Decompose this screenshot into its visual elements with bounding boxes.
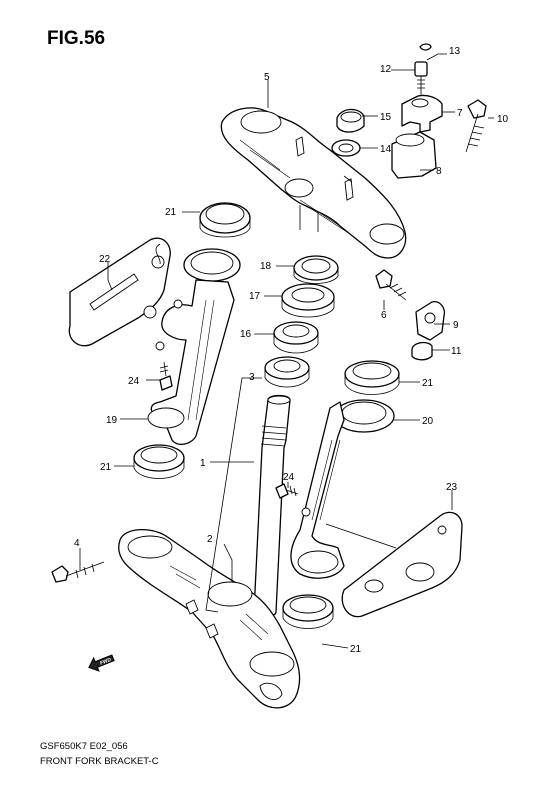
- dust-seal-21-right-top: [344, 360, 400, 395]
- upper-bracket: [220, 107, 407, 259]
- callout-10: 10: [497, 114, 509, 125]
- callout-24-left: 24: [128, 376, 140, 387]
- bolt-24-right: [275, 483, 299, 499]
- callout-3: 3: [249, 372, 255, 383]
- callout-20: 20: [422, 416, 434, 427]
- callout-16: 16: [240, 329, 252, 340]
- bolt-4: [51, 561, 105, 583]
- callout-5: 5: [264, 72, 270, 83]
- bearing-seal-18: [293, 255, 339, 284]
- callout-2: 2: [207, 534, 213, 545]
- callout-6: 6: [381, 310, 387, 321]
- callout-1: 1: [200, 458, 206, 469]
- bolt-long: [465, 99, 487, 153]
- fwd-label: FWD: [99, 657, 112, 667]
- washer-14: [331, 139, 361, 157]
- bolt-24-left: [159, 361, 173, 391]
- figure-code: GSF650K7 E02_056: [40, 741, 128, 752]
- leader-lines: [79, 53, 494, 649]
- callout-24-right: 24: [283, 472, 295, 483]
- steering-stem: [253, 394, 291, 618]
- callout-21-bottom: 21: [350, 644, 362, 655]
- race-3: [264, 356, 310, 388]
- callout-22: 22: [99, 254, 111, 265]
- callout-21-right: 21: [422, 378, 434, 389]
- callout-21-left: 21: [100, 462, 112, 473]
- handlebar-holder-lower: [391, 131, 437, 179]
- lower-bracket: [118, 529, 301, 709]
- callout-15: 15: [380, 112, 392, 123]
- callout-9: 9: [453, 320, 459, 331]
- dust-seal-21-top: [199, 202, 251, 238]
- bracket-20: [290, 399, 395, 579]
- callout-12: 12: [380, 64, 392, 75]
- bracket-22: [68, 237, 171, 347]
- cap-washer: [419, 43, 432, 51]
- callout-labels: 5 13 12 7 10 15 14 8 6 9 11 21 22 18 17 …: [74, 46, 509, 655]
- callout-21-top: 21: [165, 207, 177, 218]
- bearing-17: [281, 283, 335, 318]
- callout-8: 8: [436, 166, 442, 177]
- callout-23: 23: [446, 482, 458, 493]
- callout-13: 13: [449, 46, 461, 57]
- bolt-6: [375, 269, 407, 301]
- fwd-arrow-icon: FWD: [88, 654, 115, 672]
- callout-17: 17: [249, 291, 261, 302]
- bracket-19: [147, 248, 241, 446]
- dust-seal-21-bottom: [282, 594, 334, 629]
- callout-19: 19: [106, 415, 118, 426]
- callout-18: 18: [260, 261, 272, 272]
- bearing-16: [273, 321, 319, 354]
- callout-4: 4: [74, 538, 80, 549]
- callout-7: 7: [457, 108, 463, 119]
- holder-bolt-upper: [414, 61, 428, 96]
- cap-11: [411, 341, 433, 361]
- handlebar-holder-upper: [401, 94, 443, 133]
- callout-14: 14: [380, 144, 392, 155]
- bracket-23: [341, 511, 463, 618]
- steering-stem-nut: [336, 108, 365, 133]
- dust-seal-21-left: [133, 444, 185, 479]
- callout-11: 11: [451, 346, 462, 357]
- figure-name: FRONT FORK BRACKET-C: [40, 756, 159, 767]
- figure-title: FIG.56: [47, 28, 105, 49]
- clamp-9: [415, 301, 446, 341]
